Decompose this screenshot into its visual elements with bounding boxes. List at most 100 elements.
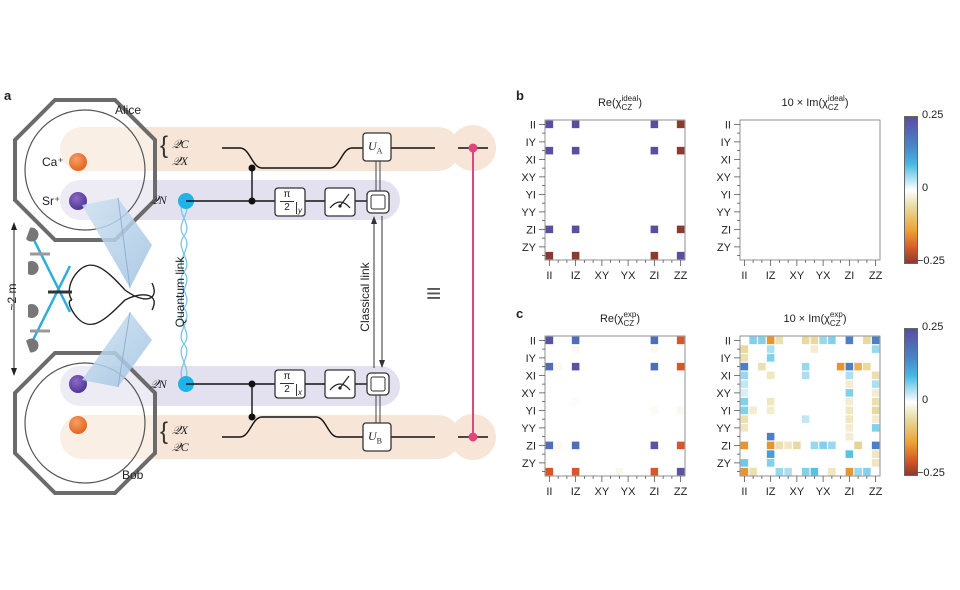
x-tick-label: ZZ [674, 486, 688, 498]
heatmap-cell [801, 415, 810, 423]
fiber-top [68, 264, 155, 301]
alice-cz-control-1 [248, 164, 256, 172]
heatmap-cell [749, 467, 757, 476]
heatmap-cell [863, 336, 871, 345]
heatmap-cell [766, 336, 775, 345]
y-tick-label: II [725, 119, 731, 131]
bob-ca-ion [69, 416, 87, 434]
alice-classical-register [366, 190, 390, 214]
y-tick-label: XI [721, 154, 731, 166]
heatmap-cell [784, 467, 792, 476]
heatmap-cell [775, 441, 784, 450]
heatmap-cell [650, 362, 659, 371]
heatmap-cell [650, 251, 659, 260]
x-tick-label: ZI [649, 486, 659, 498]
alice-pi2-y-gate [274, 187, 306, 217]
x-tick-label: ZI [649, 270, 659, 282]
heatmap-cell [836, 362, 845, 371]
heatmap-cell [650, 441, 659, 450]
heatmap-cell [676, 225, 685, 234]
heatmap-cell [571, 441, 580, 450]
heatmap-cell [676, 251, 685, 260]
heatmap-cell [545, 225, 554, 234]
x-tick-label: ZI [844, 486, 854, 498]
heatmap-cell [766, 354, 775, 362]
heatmap-cell [863, 362, 871, 371]
y-tick-label: XI [721, 370, 731, 382]
title-prefix: 10 × Im(χ [783, 312, 830, 325]
bob-brace: { [160, 418, 169, 445]
heatmap-cell [871, 371, 880, 380]
y-tick-label: IY [721, 137, 732, 149]
sr-ion-label: Sr⁺ [42, 194, 61, 208]
y-tick-label: IY [526, 137, 537, 149]
heatmap-cell [740, 424, 749, 432]
equivalence-symbol: ≡ [426, 278, 442, 308]
alice-qn-label: 𝒬N [150, 193, 167, 207]
panel-c-label: c [516, 306, 524, 321]
heatmap-cell [571, 225, 580, 234]
y-tick-label: II [725, 335, 731, 347]
plot-frame [544, 335, 686, 477]
x-tick-label: YX [621, 486, 636, 498]
title-suffix: ) [636, 312, 641, 325]
heatmap-cell [740, 406, 749, 415]
heatmap-cell [766, 397, 775, 406]
heatmap-cell [793, 441, 801, 450]
heatmap-cell [801, 467, 810, 476]
bob-qx-label: 𝒬X [172, 423, 188, 437]
heatmap-cell [871, 389, 880, 397]
bob-pi2-axis: x [296, 384, 302, 397]
bob-cz-control-2 [248, 413, 256, 421]
bob-qc-wire [222, 416, 363, 438]
heatmap-cell [650, 406, 659, 415]
heatmap-cell [676, 406, 685, 415]
heatmap-cell [545, 467, 554, 476]
panel-b-label: b [516, 88, 524, 103]
quantum-link-path [180, 200, 188, 384]
alice-collection-beam [82, 198, 152, 288]
heatmap-cell [676, 120, 685, 129]
heatmap-cell [571, 397, 580, 406]
ca-ion-label: Ca⁺ [42, 155, 64, 169]
heatmap-cell [740, 345, 749, 353]
alice-qc-wire [222, 147, 363, 169]
heatmap-cell [845, 380, 854, 388]
y-tick-label: YI [526, 405, 536, 417]
colorbar-bottom-mid: 0 [922, 394, 929, 406]
heatmap-cell [749, 406, 757, 415]
heatmap-cell [854, 467, 862, 476]
bob-collection-beam [82, 312, 152, 387]
heatmap-cell [650, 120, 659, 129]
bob-pi-den: 2 [284, 384, 290, 395]
heatmap-cell [571, 362, 580, 371]
heatmap-cell [810, 467, 819, 476]
alice-pi2-frac: π 2 [280, 189, 294, 214]
x-tick-label: XY [790, 486, 805, 498]
detector-3 [28, 304, 39, 319]
alice-ua-gate [362, 132, 392, 162]
heatmap-cell [871, 424, 880, 432]
x-tick-label: YX [621, 270, 636, 282]
heatmap-cell [871, 459, 880, 467]
heatmap-cell [650, 467, 659, 476]
heatmap-cell [845, 362, 854, 371]
heatmap-cell [766, 432, 775, 441]
y-tick-label: YI [721, 405, 731, 417]
detector-4 [26, 338, 39, 353]
y-tick-label: IY [526, 353, 537, 365]
heatmap-cell [845, 371, 854, 380]
detector-2 [28, 261, 39, 275]
y-tick-label: II [530, 335, 536, 347]
heatmap-cell [854, 441, 862, 450]
colorbar-top-max: 0.25 [922, 109, 944, 121]
alice-pi-num: π [280, 189, 294, 202]
bob-qc-label: 𝒬C [172, 440, 189, 454]
heatmap-cell [740, 397, 749, 406]
y-tick-label: ZY [717, 458, 732, 470]
heatmap-cell [740, 415, 749, 423]
